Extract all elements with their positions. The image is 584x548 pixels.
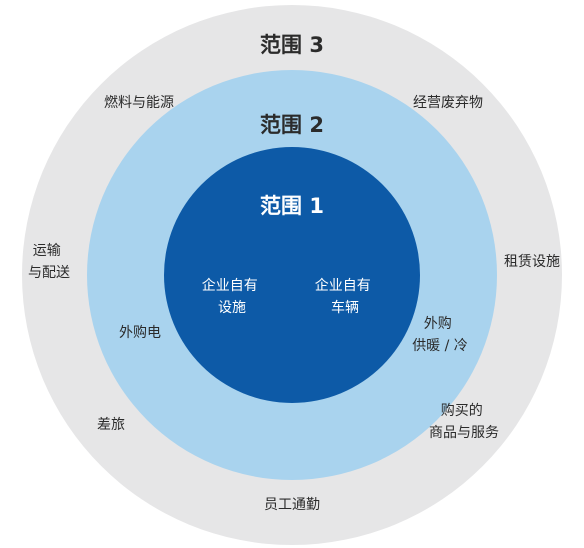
scope1-circle — [164, 147, 420, 403]
item-purchased-electricity: 外购电 — [119, 325, 161, 341]
item-business-travel: 差旅 — [97, 417, 125, 433]
scope3-title: 范围 3 — [260, 33, 324, 57]
item-own-vehicles: 企业自有 车辆 — [315, 277, 375, 316]
item-fuel-energy: 燃料与能源 — [104, 94, 174, 111]
item-leased-facilities: 租赁设施 — [504, 254, 560, 270]
item-transport-distribution: 运输 与配送 — [28, 243, 70, 281]
scope1-title: 范围 1 — [260, 194, 324, 218]
item-own-facilities: 企业自有 设施 — [202, 277, 262, 316]
item-operational-waste: 经营废弃物 — [413, 95, 483, 111]
scope2-title: 范围 2 — [260, 113, 324, 137]
item-purchased-heating-cooling: 外购 供暖 / 冷 — [412, 316, 468, 354]
item-purchased-goods-services: 购买的 商品与服务 — [429, 403, 499, 441]
item-employee-commuting: 员工通勤 — [264, 497, 320, 513]
